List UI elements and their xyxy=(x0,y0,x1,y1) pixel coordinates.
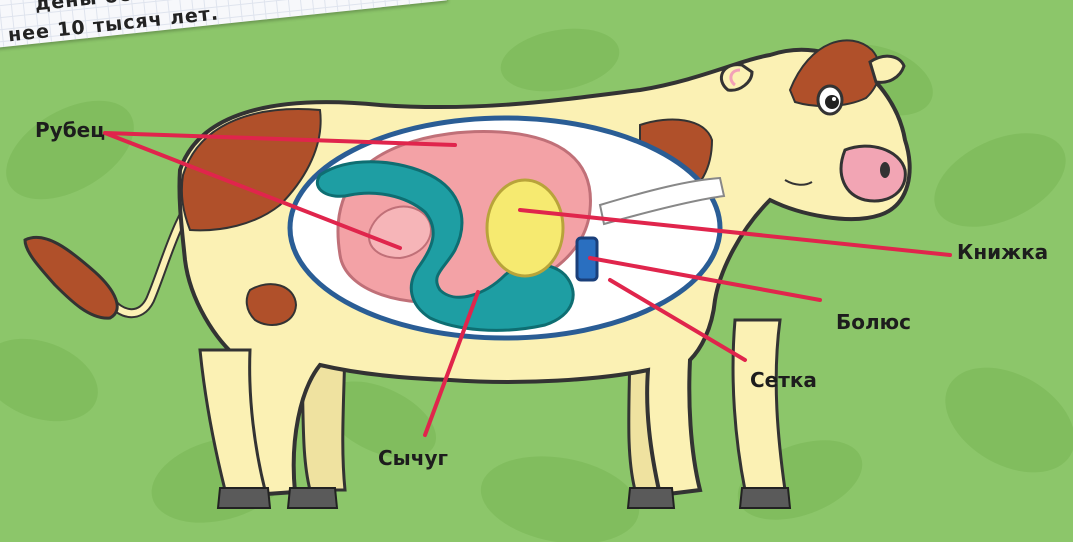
label-reticulum: Сетка xyxy=(750,368,817,392)
label-rumen: Рубец xyxy=(35,118,105,142)
omasum xyxy=(487,180,563,276)
label-bolus: Болюс xyxy=(836,310,911,334)
label-omasum: Книжка xyxy=(957,240,1048,264)
label-abomasum: Сычуг xyxy=(378,446,448,470)
